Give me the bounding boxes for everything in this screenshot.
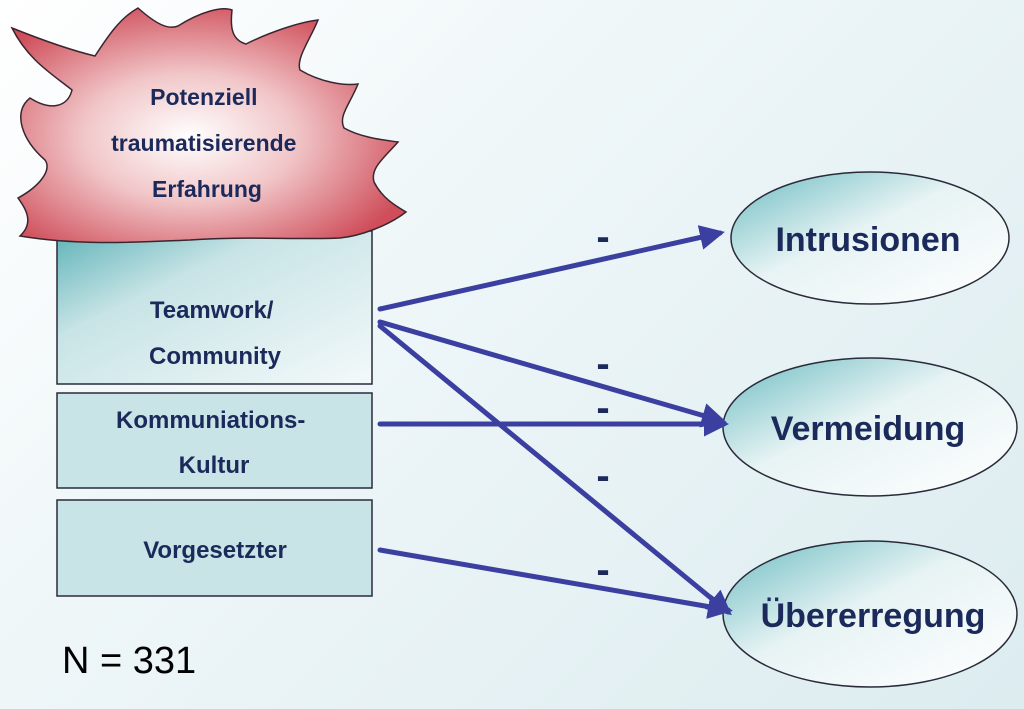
factor-communication-line-1: Kommuniations- xyxy=(116,407,305,434)
sign-intrusionen: - xyxy=(596,215,609,259)
arrow-teamwork-to-intrusionen xyxy=(377,225,725,312)
svg-text:Vorgesetzter: Vorgesetzter xyxy=(143,537,287,564)
outcome-oval-intrusionen xyxy=(730,171,1010,305)
sign-supervisor-uebererregung: - xyxy=(596,548,609,592)
outcome-label-vermeidung: Vermeidung xyxy=(771,410,966,448)
sample-size: N = 331 xyxy=(62,640,197,682)
svg-text:Teamwork/ Community: Teamwork/ Community xyxy=(149,297,282,370)
arrow-teamwork-to-vermeidung xyxy=(377,319,727,428)
trigger-line-3: Erfahrung xyxy=(152,176,262,202)
outcome-label-uebererregung: Übererregung xyxy=(761,597,986,635)
factor-teamwork-line-2: Community xyxy=(149,343,282,370)
factor-teamwork-line-1: Teamwork/ xyxy=(150,297,274,324)
trigger-line-1: Potenziell xyxy=(150,84,257,110)
sign-teamwork-uebererregung: - xyxy=(596,454,609,498)
sign-communication-vermeidung: - xyxy=(596,386,609,430)
factor-box-supervisor xyxy=(56,499,373,597)
factor-box-teamwork xyxy=(56,230,373,385)
factor-communication-line-2: Kultur xyxy=(179,452,250,479)
arrow-supervisor-to-uebererregung xyxy=(377,547,733,619)
arrow-teamwork-to-uebererregung xyxy=(377,323,732,616)
trigger-line-2: traumatisierende xyxy=(111,130,296,156)
svg-text:Kommuniations- Kultur: Kommuniations- Kultur xyxy=(116,407,312,479)
sign-teamwork-vermeidung: - xyxy=(596,342,609,386)
outcome-label-intrusionen: Intrusionen xyxy=(775,221,960,259)
factor-box-communication xyxy=(56,392,373,489)
svg-text:Potenziell traumatisierend: Potenziell traumatisierende Erfahrung xyxy=(111,84,303,202)
factor-supervisor-line-1: Vorgesetzter xyxy=(143,537,287,564)
trigger-cloud xyxy=(10,7,408,244)
